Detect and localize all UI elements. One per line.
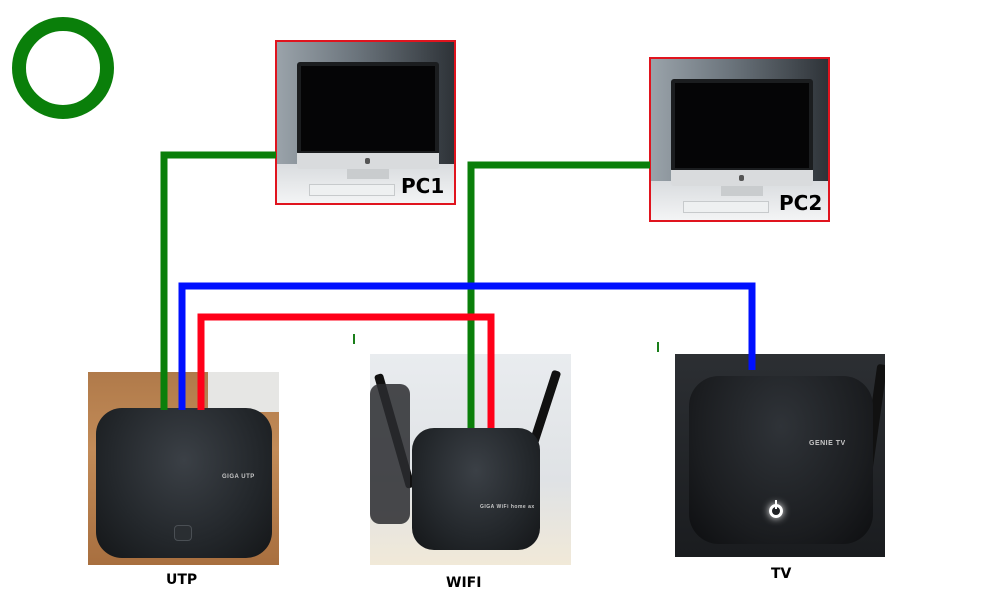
- wire-pc1-to-utp: [160, 151, 276, 410]
- power-icon-bar: [775, 500, 777, 509]
- wire-pc2-to-wifi: [467, 161, 650, 428]
- apple-logo-icon: [365, 158, 370, 164]
- monitor-screen: [675, 83, 809, 168]
- pc2-label: PC2: [779, 191, 823, 215]
- keyboard: [683, 201, 769, 213]
- utp-device-text: GIGA UTP: [222, 474, 255, 480]
- wifi-caption: WIFI: [446, 575, 482, 591]
- small-mark: [657, 342, 659, 352]
- apple-logo-icon: [739, 175, 744, 181]
- pc2-panel: PC2: [649, 57, 830, 222]
- utp-device-photo: GIGA UTP: [88, 372, 279, 565]
- cable-clutter: [370, 384, 410, 524]
- wall-background: [208, 372, 279, 412]
- keyboard: [309, 184, 395, 196]
- small-mark: [353, 334, 355, 344]
- wire-utp-to-tv: [178, 282, 756, 410]
- monitor-bezel: [297, 62, 439, 155]
- pc1-label: PC1: [401, 174, 445, 198]
- wifi-device-photo: GIGA WiFi home ax: [370, 354, 571, 565]
- monitor-stand: [347, 169, 389, 179]
- monitor-stand: [721, 186, 763, 196]
- monitor-bezel: [671, 79, 813, 172]
- wifi-device-body: [412, 428, 540, 550]
- wire-utp-to-wifi: [197, 313, 495, 428]
- tv-device-text: GENIE TV: [809, 440, 846, 447]
- utp-caption: UTP: [166, 572, 198, 588]
- pc1-panel: PC1: [275, 40, 456, 205]
- monitor-screen: [301, 66, 435, 151]
- tv-device-body: [689, 376, 873, 544]
- wifi-device-text: GIGA WiFi home ax: [480, 504, 535, 510]
- tv-caption: TV: [771, 566, 792, 582]
- wps-button: [174, 525, 192, 541]
- tv-device-photo: GENIE TV: [675, 354, 885, 557]
